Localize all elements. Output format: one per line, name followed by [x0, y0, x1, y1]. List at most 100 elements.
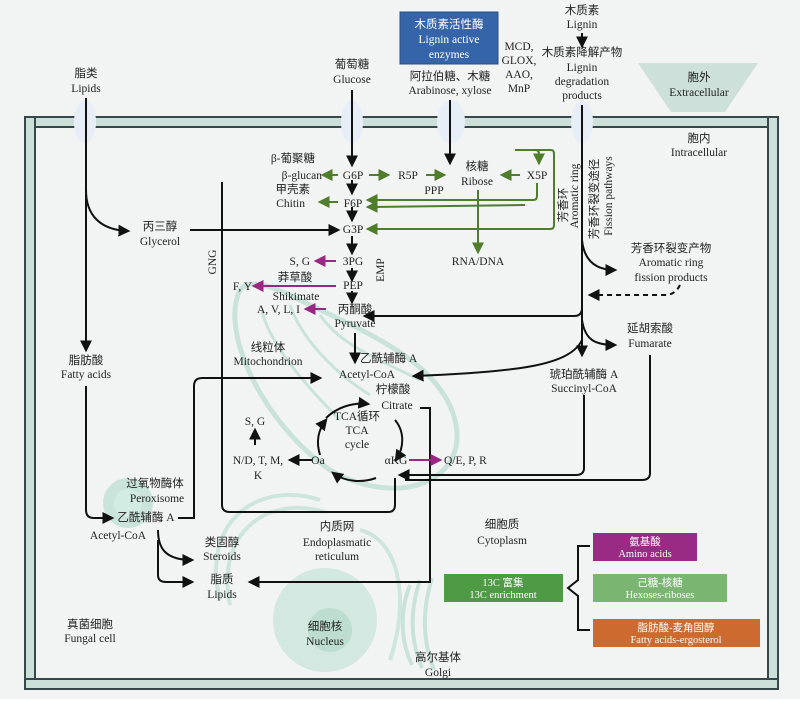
enrichment-box: [444, 574, 563, 602]
arabinose-zh: 阿拉伯糖、木糖: [410, 69, 491, 83]
enrichment-zh: 13C 富集: [482, 576, 524, 589]
extracellular-triangle: [638, 63, 758, 112]
er-en-2: reticulum: [315, 551, 359, 563]
nucleolus-shape: [308, 608, 352, 652]
aromatic-ring-en: Aromatic ring: [569, 163, 581, 228]
black-pathway-arrows: [80, 33, 651, 588]
peroxisome-core: [114, 489, 142, 517]
peroxisome-zh: 过氧物酶体: [126, 476, 184, 490]
ribose-en: Ribose: [461, 176, 493, 188]
shikimate-en: Shikimate: [273, 291, 320, 303]
golgi-zh: 高尔基体: [415, 650, 461, 664]
fatty-acids-zh: 脂肪酸: [69, 353, 104, 367]
lignin-enzymes-en-2: enzymes: [429, 49, 470, 61]
fumarate-zh: 延胡索酸: [627, 321, 673, 335]
lipids-zh: 脂类: [75, 66, 98, 80]
x5p: X5P: [527, 170, 547, 182]
fatty-acids-box: [593, 619, 760, 647]
enzyme-glox: GLOX,: [502, 55, 537, 67]
chitin-en: Chitin: [276, 198, 305, 210]
legend-brace: [566, 545, 590, 631]
pep: PEP: [343, 280, 363, 292]
ribose-zh: 核糖: [466, 159, 489, 173]
gng-label: GNG: [207, 250, 219, 275]
ppp-label: PPP: [424, 185, 443, 197]
enzyme-mnp: MnP: [508, 83, 530, 95]
tca-en-2: cycle: [345, 439, 369, 451]
aromatic-products-en-2: fission products: [634, 272, 708, 284]
amino-zh: 氨基酸: [629, 535, 661, 548]
pyruvate-en: Pyruvate: [335, 318, 376, 330]
cytoplasm-zh: 细胞质: [485, 517, 520, 531]
beta-glucan-zh: β-葡聚糖: [271, 151, 316, 165]
succinyl-coa-zh: 琥珀酰辅酶 A: [550, 367, 619, 381]
lignin-en: Lignin: [567, 19, 598, 31]
arabinose-en: Arabinose, xylose: [408, 85, 491, 97]
mitochondrion-zh: 线粒体: [251, 340, 286, 354]
k: K: [254, 470, 263, 482]
lignin-degradation-en-1: Lignin: [567, 62, 598, 74]
fission-pathways-zh: 芳香环裂变途径: [587, 159, 601, 240]
extracellular-zh: 胞外: [688, 70, 711, 84]
tca-en-1: TCA: [346, 425, 370, 437]
green-ppp-arrows: [317, 149, 555, 255]
hexose-zh: 己糖-核糖: [637, 576, 683, 589]
nucleus-zh: 细胞核: [308, 619, 343, 633]
fatty-zh: 脂肪酸-麦角固醇: [638, 621, 715, 634]
qepr: Q/E, P, R: [444, 455, 487, 467]
pyruvate-zh: 丙酮酸: [338, 302, 373, 316]
hexoses-box: [593, 574, 727, 602]
fatty-acids-en: Fatty acids: [61, 369, 112, 381]
er-zh: 内质网: [320, 519, 355, 533]
intracellular-zh: 胞内: [688, 131, 711, 145]
lignin-enzymes-en-1: Lignin active: [419, 34, 480, 46]
aromatic-ring-zh: 芳香环: [556, 188, 570, 223]
dashed-return-arrow: [587, 284, 681, 301]
extracellular-en: Extracellular: [669, 87, 729, 99]
acetyl-coa-mito-zh: 乙酰辅酶 A: [360, 351, 418, 365]
steroids-zh: 类固醇: [205, 535, 240, 549]
steroids-en: Steroids: [203, 551, 241, 563]
ndtm: N/D, T, M,: [233, 455, 283, 467]
lipids-inner-zh: 脂质: [211, 572, 234, 586]
enzyme-mcd: MCD,: [504, 41, 533, 53]
acetyl-coa-mito-en: Acetyl-CoA: [339, 369, 396, 381]
lignin-enzymes-box: [399, 11, 499, 65]
citrate-zh: 柠檬酸: [376, 382, 411, 396]
oa: Oa: [311, 455, 324, 467]
acetyl-coa-perox-zh: 乙酰辅酶 A: [117, 510, 175, 524]
fission-pathways-en: Fission pathways: [603, 156, 615, 236]
intracellular-en: Intracellular: [671, 147, 727, 159]
enrichment-en: 13C enrichment: [469, 590, 536, 601]
glucose-en: Glucose: [333, 74, 371, 86]
3pg: 3PG: [343, 256, 363, 268]
glycerol-en: Glycerol: [140, 236, 180, 248]
golgi-en: Golgi: [425, 667, 451, 679]
rna-dna: RNA/DNA: [452, 256, 505, 268]
lignin-degradation-zh: 木质素降解产物: [542, 45, 623, 59]
peroxisome-en: Peroxisome: [130, 493, 184, 505]
enzyme-aao: AAO,: [505, 69, 533, 81]
chitin-zh: 甲壳素: [276, 182, 311, 196]
lignin-degradation-en-2: degradation: [555, 76, 610, 88]
fumarate-en: Fumarate: [628, 338, 671, 350]
fy: F, Y: [233, 281, 253, 293]
tca-zh: TCA循环: [334, 410, 380, 423]
purple-amino-arrows: [251, 255, 443, 466]
amino-acids-box: [593, 533, 697, 561]
fungal-cell-zh: 真菌细胞: [67, 617, 113, 631]
cytoplasm-en: Cytoplasm: [477, 535, 527, 547]
lignin-degradation-en-3: products: [562, 90, 602, 102]
succinyl-coa-en: Succinyl-CoA: [551, 383, 617, 395]
g3p: G3P: [343, 224, 363, 236]
lipids-inner-en: Lipids: [207, 589, 237, 601]
shikimate-zh: 莽草酸: [278, 270, 313, 284]
legend: 13C 富集 13C enrichment 氨基酸 Amino acids 己糖…: [444, 533, 760, 647]
r5p: R5P: [398, 170, 418, 182]
aromatic-products-en-1: Aromatic ring: [639, 257, 704, 269]
er-en-1: Endoplasmatic: [303, 537, 371, 549]
lipids-en: Lipids: [71, 83, 101, 95]
lignin-enzymes-zh: 木质素活性酶: [415, 17, 484, 31]
fatty-en: Fatty acids-ergosterol: [630, 635, 721, 646]
